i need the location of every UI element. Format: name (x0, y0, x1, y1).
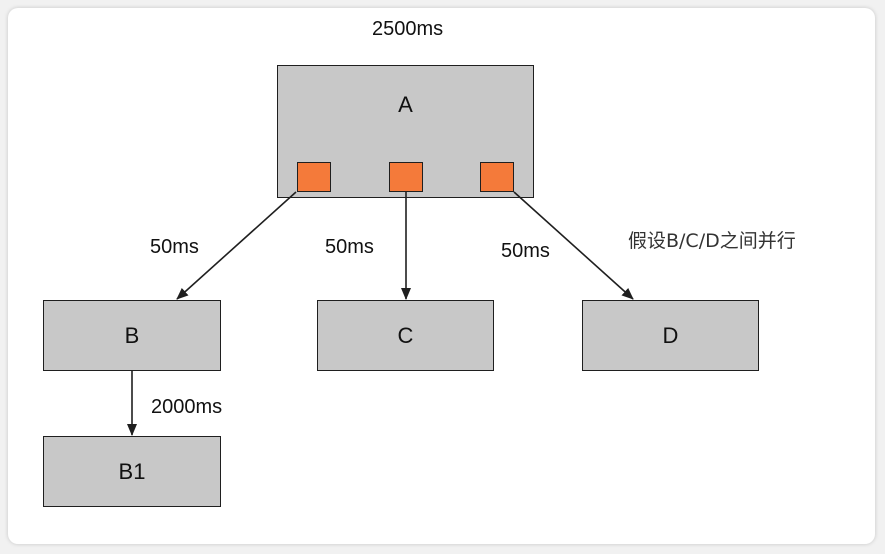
node-d: D (582, 300, 759, 371)
port-to-c (389, 162, 423, 192)
node-b-label: B (124, 322, 140, 348)
edge-a-c-time: 50ms (325, 236, 374, 258)
node-b: B (43, 300, 221, 371)
edge-b-b1-time: 2000ms (151, 396, 223, 418)
node-a-label: A (398, 92, 413, 117)
node-c-label: C (397, 322, 414, 348)
edge-a-d-time: 50ms (501, 240, 550, 262)
node-b1-label: B1 (118, 458, 146, 484)
node-b1: B1 (43, 436, 221, 507)
parallel-note: 假设B/C/D之间并行 (628, 230, 796, 252)
total-time-label: 2500ms (372, 18, 444, 40)
port-to-d (480, 162, 514, 192)
node-d-label: D (662, 322, 679, 348)
node-c: C (317, 300, 494, 371)
edge-a-b-time: 50ms (150, 236, 199, 258)
port-to-b (297, 162, 331, 192)
